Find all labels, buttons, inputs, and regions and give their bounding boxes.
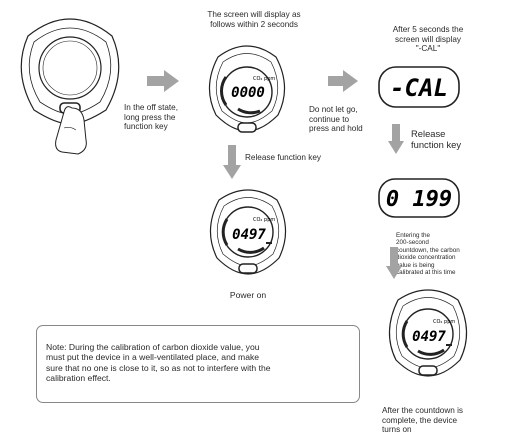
display-count-panel: 0 199 bbox=[378, 178, 460, 218]
caption-after-5-seconds: After 5 seconds the screen will display … bbox=[392, 25, 464, 54]
device-on-illustration: CO₂ ppm 0497 bbox=[388, 289, 468, 377]
caption-display-within: The screen will display as follows withi… bbox=[207, 10, 301, 29]
note-box bbox=[36, 325, 360, 403]
arrow-down-icon bbox=[388, 124, 404, 154]
co2-label: CO₂ ppm bbox=[433, 319, 455, 325]
display-reading: 0497 bbox=[232, 227, 266, 243]
caption-release-right: Release function key bbox=[411, 128, 462, 151]
caption-countdown: Entering the 200-second countdown, the c… bbox=[396, 232, 460, 277]
device-off-illustration bbox=[20, 18, 120, 155]
display-reading: 0497 bbox=[412, 329, 446, 345]
co2-label: CO₂ ppm bbox=[253, 76, 275, 82]
arrow-down-icon bbox=[386, 247, 402, 279]
arrow-right-icon bbox=[328, 70, 358, 92]
caption-device-on: After the countdown is complete, the dev… bbox=[382, 406, 464, 435]
caption-off-state: In the off state, long press the functio… bbox=[124, 103, 179, 132]
arrow-right-icon bbox=[147, 70, 179, 92]
caption-do-not-let-go: Do not let go, continue to press and hol… bbox=[309, 105, 363, 134]
device-zeros-illustration: CO₂ ppm 0000 bbox=[208, 45, 286, 133]
display-zeros: 0000 bbox=[231, 85, 265, 101]
arrow-down-icon bbox=[223, 145, 241, 179]
display-cal: -CAL bbox=[390, 74, 448, 102]
caption-release-center: Release function key bbox=[245, 153, 322, 162]
co2-label: CO₂ ppm bbox=[253, 217, 275, 223]
note-text: Note: During the calibration of carbon d… bbox=[46, 342, 271, 384]
device-power-on-illustration: CO₂ ppm 0497 bbox=[209, 189, 287, 275]
finger-icon bbox=[55, 106, 87, 155]
device-screen-blank bbox=[38, 36, 102, 100]
caption-power-on: Power on bbox=[229, 290, 267, 300]
display-cal-panel: -CAL bbox=[378, 66, 460, 108]
display-count: 0 199 bbox=[386, 187, 452, 212]
